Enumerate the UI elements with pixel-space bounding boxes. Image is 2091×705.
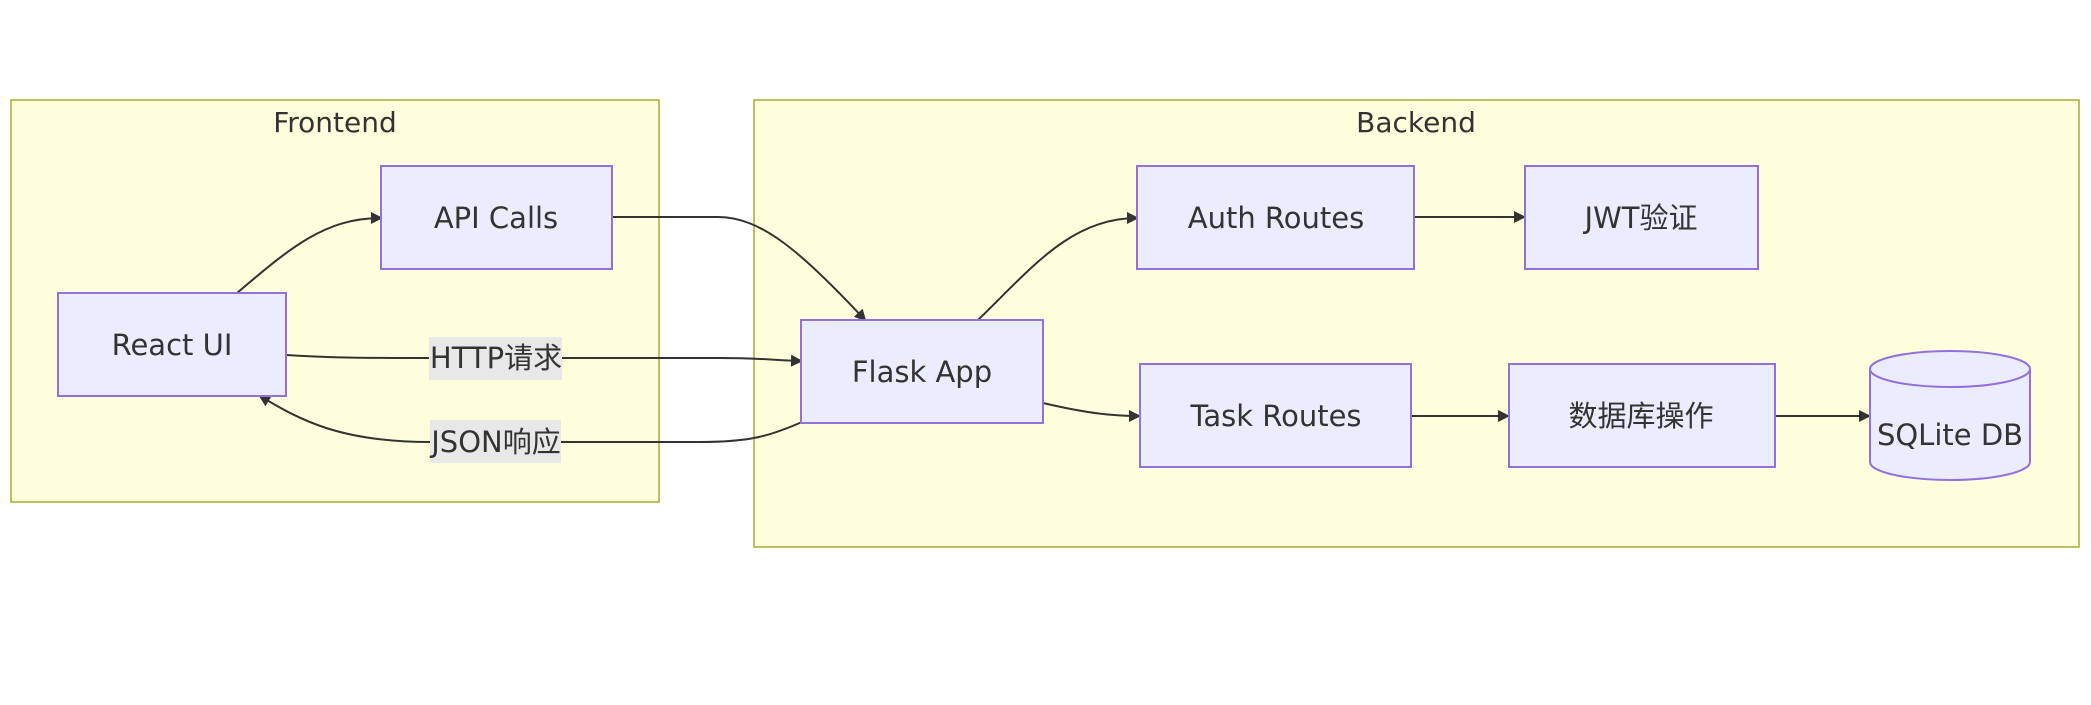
node-sqlite-db-cylinder-top	[1869, 368, 2031, 388]
node-db-ops-box	[1508, 363, 1776, 468]
edge-label-http-request-bg	[429, 337, 562, 380]
node-auth-routes[interactable]: Auth Routes	[1136, 165, 1415, 270]
node-api-calls-box	[380, 165, 613, 270]
edge-label-json-response: JSON响应	[429, 420, 561, 463]
node-jwt-label: JWT验证	[1583, 201, 1698, 235]
node-sqlite-db[interactable]: SQLite DB	[1869, 350, 2031, 481]
edge-flask-app-to-react-ui	[258, 394, 803, 443]
node-api-calls[interactable]: API Calls	[380, 165, 613, 270]
node-api-calls-label: API Calls	[434, 201, 558, 235]
cluster-backend-title: Backend	[1356, 106, 1476, 139]
node-task-routes[interactable]: Task Routes	[1139, 363, 1412, 468]
edge-label-json-response-bg	[430, 420, 561, 463]
node-auth-routes-label: Auth Routes	[1188, 201, 1364, 235]
node-task-routes-label: Task Routes	[1189, 399, 1361, 433]
node-auth-routes-box	[1136, 165, 1415, 270]
edge-flask-app-to-task-routes	[1042, 402, 1141, 422]
node-task-routes-box	[1139, 363, 1412, 468]
node-flask-app-label: Flask App	[852, 355, 992, 389]
node-flask-app[interactable]: Flask App	[800, 319, 1044, 424]
edge-api-calls-to-flask-app	[612, 216, 867, 322]
edges	[236, 211, 1871, 443]
edge-label-http-request-text: HTTP请求	[430, 341, 562, 375]
edge-label-http-request: HTTP请求	[429, 337, 562, 380]
edge-label-json-response-text: JSON响应	[429, 425, 560, 459]
node-sqlite-db-label: SQLite DB	[1877, 418, 2023, 452]
cluster-frontend-title: Frontend	[273, 106, 397, 139]
node-jwt-box	[1524, 165, 1759, 270]
node-db-ops-label: 数据库操作	[1568, 399, 1713, 433]
node-flask-app-box	[800, 319, 1044, 424]
edge-flask-app-to-auth-routes	[977, 212, 1139, 321]
node-jwt[interactable]: JWT验证	[1524, 165, 1759, 270]
node-react-ui[interactable]: React UI	[57, 292, 287, 397]
node-db-ops[interactable]: 数据库操作	[1508, 363, 1776, 468]
edge-react-ui-to-api-calls	[236, 212, 383, 294]
node-react-ui-box	[57, 292, 287, 397]
node-react-ui-label: React UI	[112, 328, 233, 362]
